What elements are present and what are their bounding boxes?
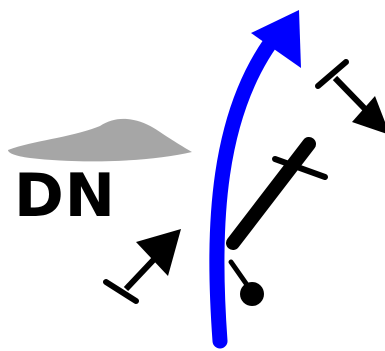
direction-label: DN — [14, 166, 116, 226]
upper-arrow-group — [318, 62, 385, 135]
upper-arrow-shaft — [335, 78, 368, 112]
branch-line-icon — [231, 144, 325, 306]
branch-end-dot — [240, 282, 264, 306]
lower-arrow-group — [106, 229, 181, 301]
branch-line — [233, 144, 309, 243]
cloud-shape-icon — [8, 119, 192, 161]
